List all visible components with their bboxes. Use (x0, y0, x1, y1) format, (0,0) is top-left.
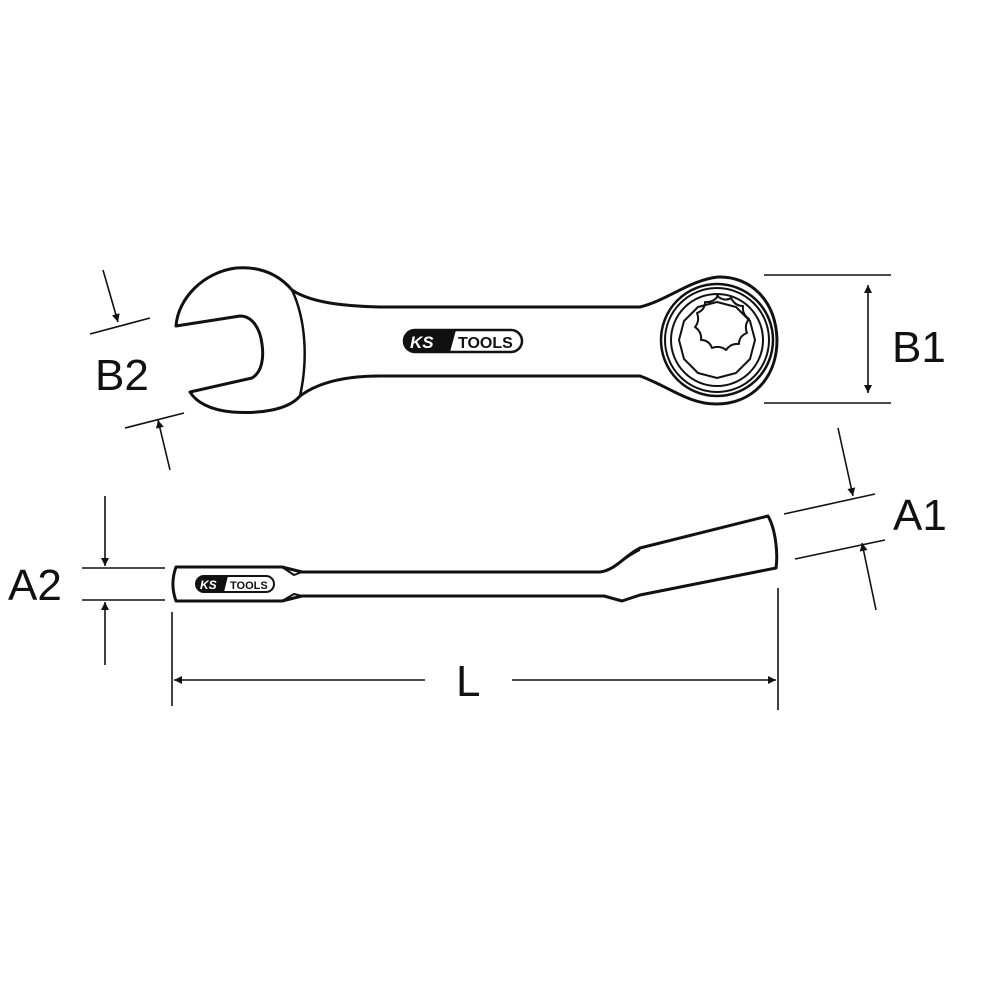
svg-text:TOOLS: TOOLS (230, 580, 268, 592)
label-l: L (456, 657, 480, 706)
label-a2: A2 (8, 561, 62, 610)
dimension-b1 (764, 274, 891, 404)
dimension-a2 (82, 496, 165, 665)
label-b1: B1 (892, 323, 946, 372)
dimension-l (171, 588, 779, 710)
svg-text:KS: KS (410, 333, 434, 352)
ks-tools-logo-side: KS TOOLS (195, 575, 275, 593)
svg-text:KS: KS (200, 578, 217, 592)
svg-text:TOOLS: TOOLS (458, 335, 513, 352)
dimension-a1 (783, 427, 886, 611)
top-view (174, 266, 779, 414)
ks-tools-logo: KS TOOLS (402, 328, 524, 354)
label-b2: B2 (95, 351, 149, 400)
ring-12-point-icon (670, 293, 764, 387)
label-a1: A1 (893, 491, 947, 540)
dimension-b2 (89, 269, 185, 471)
side-view (171, 514, 779, 603)
